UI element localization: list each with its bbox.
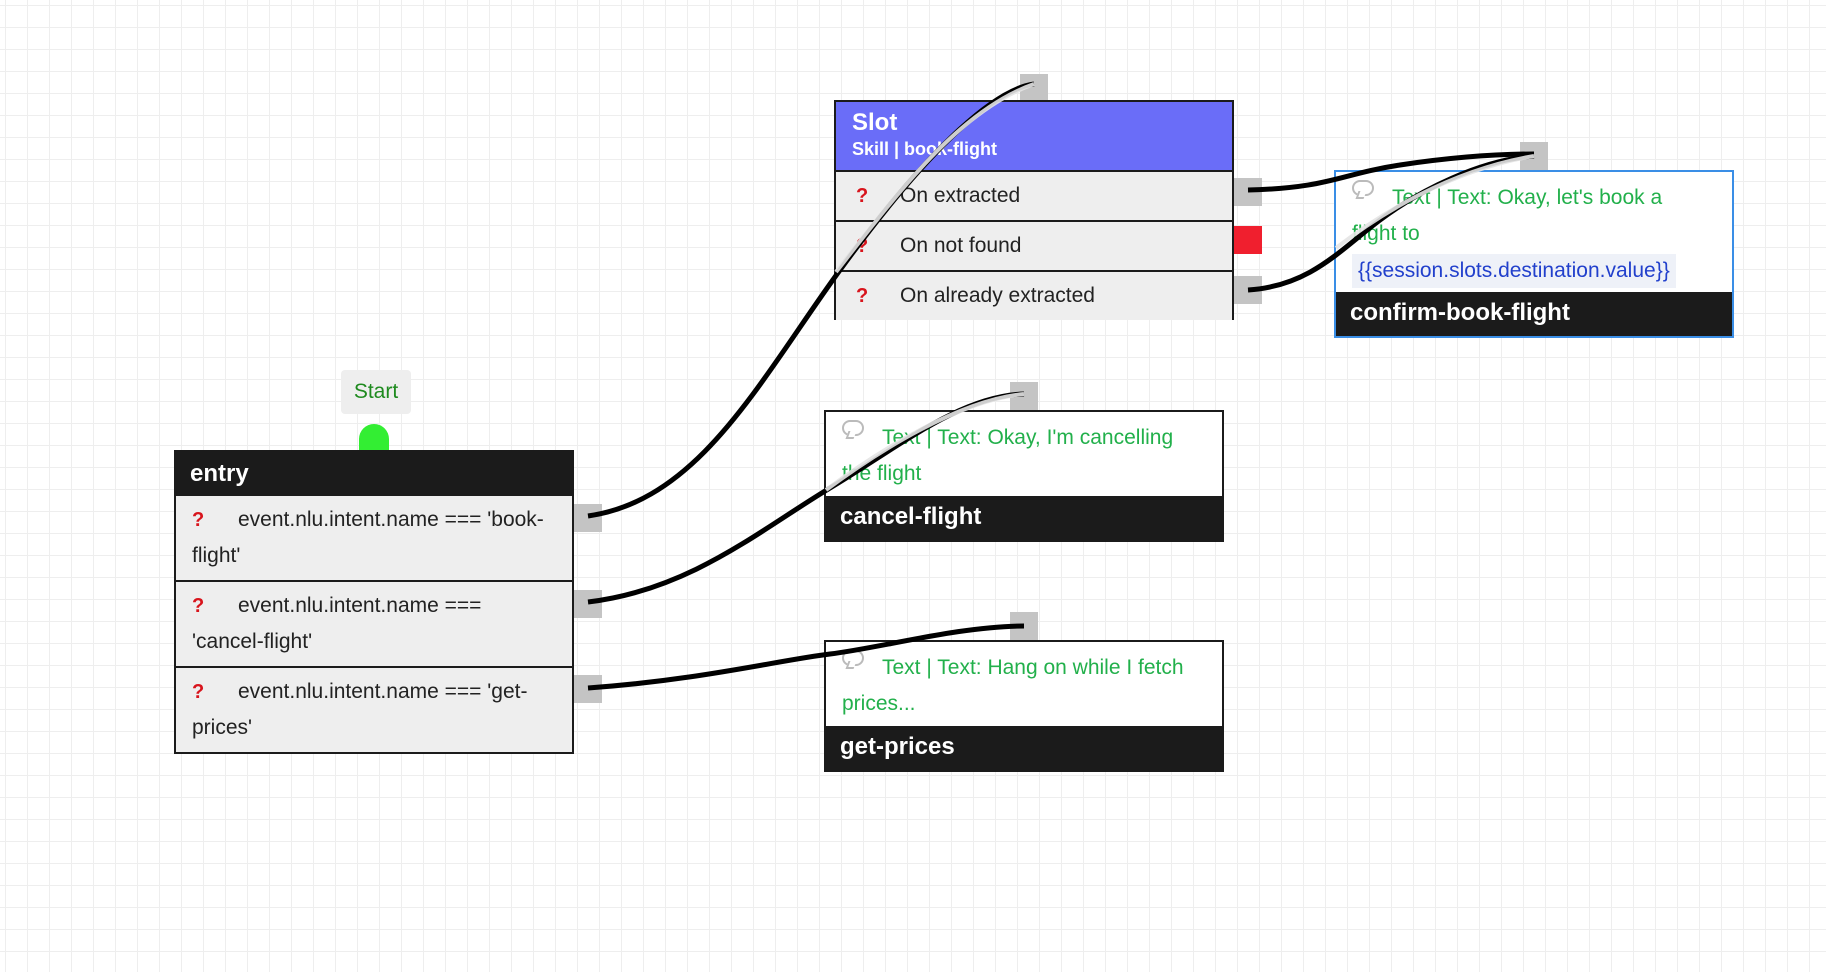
slot-output-port-already-extracted[interactable]: [1234, 276, 1262, 304]
condition-text-line2: 'cancel-flight': [192, 630, 313, 653]
node-slot-header: Slot Skill | book-flight: [836, 102, 1232, 170]
entry-output-port-2[interactable]: [574, 590, 602, 618]
condition-text-line2: flight': [192, 544, 241, 567]
condition-text-line1: event.nlu.intent.name ===: [238, 594, 482, 617]
variable-chip: {{session.slots.destination.value}}: [1352, 254, 1676, 288]
message-text-line1: Text | Text: Okay, I'm cancelling: [882, 426, 1174, 449]
node-get-prices-title: get-prices: [826, 726, 1222, 770]
slot-output-label: On extracted: [900, 184, 1021, 207]
slot-output-on-not-found[interactable]: ? On not found: [836, 220, 1232, 270]
message-text-line2: the flight: [842, 462, 922, 485]
entry-condition-book-flight[interactable]: ? event.nlu.intent.name === 'book- flight…: [176, 494, 572, 580]
condition-text-line1: event.nlu.intent.name === 'get-: [238, 680, 528, 703]
slot-output-port-not-found[interactable]: [1234, 226, 1262, 254]
node-slot-subtitle: Skill | book-flight: [852, 139, 998, 159]
node-entry[interactable]: entry ? event.nlu.intent.name === 'book- …: [174, 450, 574, 754]
entry-output-port-3[interactable]: [574, 675, 602, 703]
question-mark-icon: ?: [856, 185, 869, 207]
confirm-book-flight-message: Text | Text: Okay, let's book a flight t…: [1336, 172, 1732, 295]
slot-output-label: On not found: [900, 234, 1022, 257]
node-get-prices[interactable]: Text | Text: Hang on while I fetch price…: [824, 640, 1224, 772]
question-mark-icon: ?: [192, 595, 205, 617]
get-prices-message: Text | Text: Hang on while I fetch price…: [826, 642, 1222, 728]
slot-output-on-extracted[interactable]: ? On extracted: [836, 170, 1232, 220]
condition-text-line2: prices': [192, 716, 253, 739]
slot-output-port-extracted[interactable]: [1234, 178, 1262, 206]
slot-output-label: On already extracted: [900, 284, 1095, 307]
entry-condition-get-prices[interactable]: ? event.nlu.intent.name === 'get- prices': [176, 666, 572, 752]
entry-output-port-1[interactable]: [574, 504, 602, 532]
message-text-line1: Text | Text: Hang on while I fetch: [882, 656, 1184, 679]
node-slot[interactable]: Slot Skill | book-flight ? On extracted ?…: [834, 100, 1234, 320]
message-text-line1: Text | Text: Okay, let's book a: [1392, 186, 1663, 209]
message-text-line2: prices...: [842, 692, 916, 715]
node-slot-title: Slot: [852, 109, 898, 136]
slot-output-on-already-extracted[interactable]: ? On already extracted: [836, 270, 1232, 320]
chat-bubble-icon: [842, 650, 864, 666]
start-label: Start: [341, 370, 411, 414]
node-confirm-book-flight[interactable]: Text | Text: Okay, let's book a flight t…: [1334, 170, 1734, 338]
message-text-line2: flight to: [1352, 222, 1420, 245]
cancel-flight-message: Text | Text: Okay, I'm cancelling the fl…: [826, 412, 1222, 498]
node-cancel-flight-title: cancel-flight: [826, 496, 1222, 540]
question-mark-icon: ?: [192, 681, 205, 703]
get-prices-input-port[interactable]: [1010, 612, 1038, 640]
node-entry-title: entry: [190, 460, 249, 487]
entry-condition-cancel-flight[interactable]: ? event.nlu.intent.name === 'cancel-fligh…: [176, 580, 572, 666]
chat-bubble-icon: [842, 420, 864, 436]
confirm-book-flight-input-port[interactable]: [1520, 142, 1548, 170]
cancel-flight-input-port[interactable]: [1010, 382, 1038, 410]
start-port[interactable]: [359, 424, 389, 450]
condition-text-line1: event.nlu.intent.name === 'book-: [238, 508, 544, 531]
question-mark-icon: ?: [856, 235, 869, 257]
slot-input-port[interactable]: [1020, 74, 1048, 102]
question-mark-icon: ?: [192, 509, 205, 531]
chat-bubble-icon: [1352, 180, 1374, 196]
node-cancel-flight[interactable]: Text | Text: Okay, I'm cancelling the fl…: [824, 410, 1224, 542]
question-mark-icon: ?: [856, 285, 869, 307]
node-confirm-book-flight-title: confirm-book-flight: [1336, 292, 1732, 336]
node-entry-header: entry: [176, 452, 572, 494]
